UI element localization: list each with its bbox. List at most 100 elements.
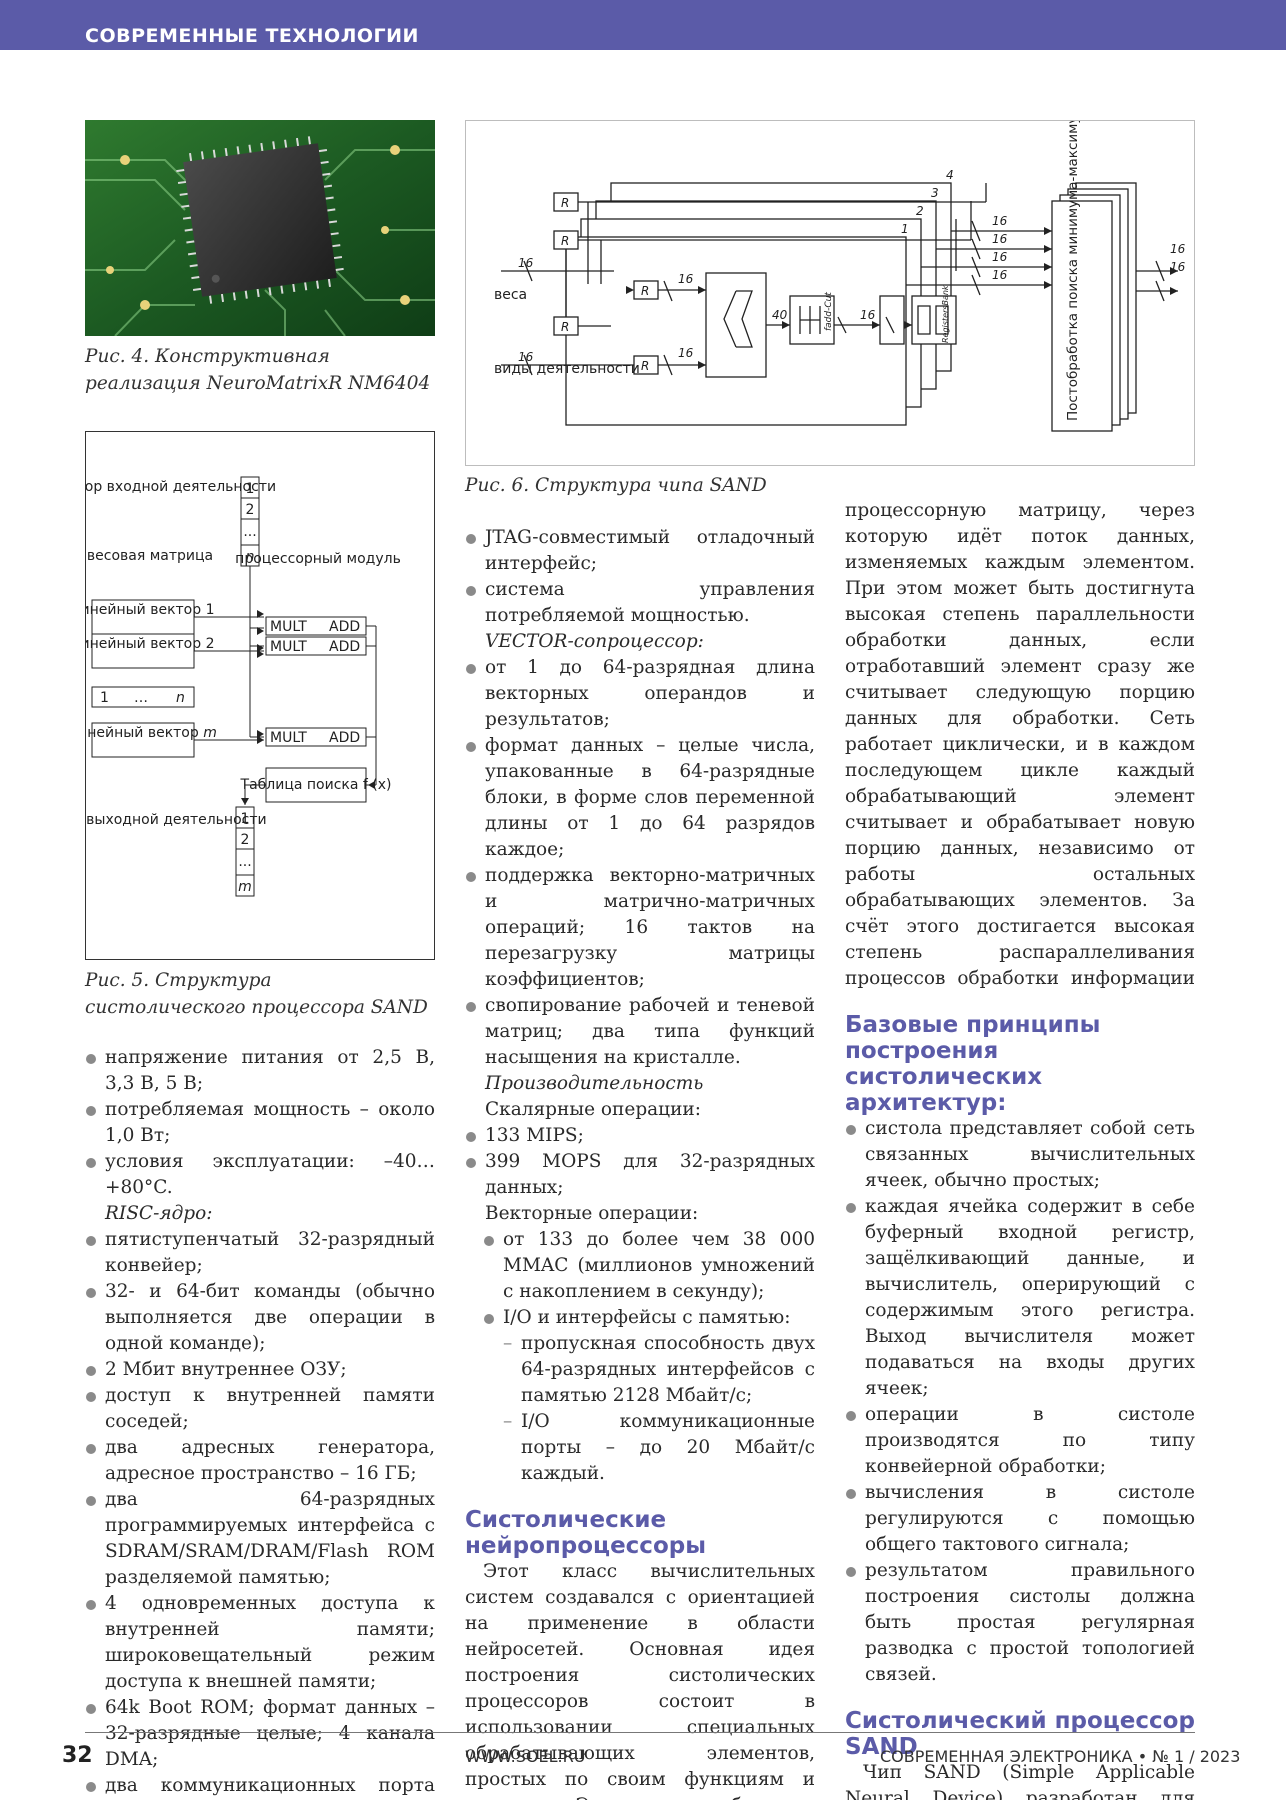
perf-heading: Производительность: [485, 1073, 704, 1094]
section-title: СОВРЕМЕННЫЕ ТЕХНОЛОГИИ: [85, 25, 419, 47]
fig5-mult-1: MULT: [270, 619, 307, 635]
section-heading: Систолические нейропроцессоры: [465, 1507, 707, 1559]
fig5-in-dots: ...: [243, 524, 256, 540]
fig5-lookup: Таблица поиска f (x): [240, 777, 392, 793]
risc-heading: RISC-ядро:: [105, 1203, 213, 1224]
fig5-linvecm: линейный вектор m: [86, 725, 217, 741]
scalar-heading: Скалярные операции:: [485, 1099, 701, 1120]
list-item: свопирование рабочей и теневой матриц; д…: [465, 993, 815, 1071]
left-column: напряжение питания от 2,5 В, 3,3 В, 5 В;…: [85, 1045, 435, 1800]
list-item: 133 MIPS;: [465, 1123, 815, 1149]
footer-rule: [85, 1732, 1195, 1733]
fig6-caption: Рис. 6. Структура чипа SAND: [465, 475, 767, 496]
fig6-bus-o4: 16: [992, 268, 1008, 282]
fig6-layer-3: 3: [931, 186, 939, 200]
list-item: 32- и 64-бит команды (обычно выполняется…: [85, 1279, 435, 1357]
list-item: каждая ячейка содержит в себе буферный в…: [845, 1194, 1195, 1402]
list-item: два адресных генератора, адресное простр…: [85, 1435, 435, 1487]
fig5-weight-label: весовая матрица: [87, 548, 213, 564]
section-header: СОВРЕМЕННЫЕ ТЕХНОЛОГИИ: [0, 0, 1286, 50]
fig5-caption: Рис. 5. Структура систолического процесс…: [85, 970, 428, 1018]
fig6-r1: R: [561, 196, 569, 210]
section-heading: Базовые принципы построения систолически…: [845, 1012, 1101, 1116]
fig6-activity: виды деятельности: [494, 361, 640, 377]
section-heading: Систолический процессор SAND: [845, 1708, 1195, 1760]
fig5-add-2: ADD: [329, 639, 360, 655]
list-item: 64k Boot ROM; формат данных – 32-разрядн…: [85, 1695, 435, 1773]
fig6-r5: R: [641, 359, 649, 373]
fig6-layer-2: 2: [916, 204, 924, 218]
list-item: поддержка векторно-матричных и матрично-…: [465, 863, 815, 993]
fig4-caption: Рис. 4. Конструктивная реализация NeuroM…: [85, 346, 431, 394]
list-item: результатом правильного построения систо…: [845, 1558, 1195, 1688]
right-column: процессорную матрицу, через которую идёт…: [845, 498, 1195, 1800]
fig6-bus-f1: 16: [1170, 242, 1186, 256]
fig5-mult-2: MULT: [270, 639, 307, 655]
list-item: два 64-разрядных программируемых интерфе…: [85, 1487, 435, 1591]
vector-ops-heading: Векторные операции:: [485, 1203, 699, 1224]
vector-heading: VECTOR-сопроцессор:: [485, 631, 704, 652]
list-item: I/O и интерфейсы с памятью:: [483, 1305, 815, 1331]
fig6-diagram: 16 16 16 16 40 16 16 16 16 16 16 16 R R …: [465, 97, 1195, 466]
page-number: 32: [62, 1743, 93, 1768]
list-item: формат данных – целые числа, упакованные…: [465, 733, 815, 863]
list-item: два коммуникационных порта ввода/вывода,…: [85, 1773, 435, 1800]
fig6-bus-o1: 16: [992, 214, 1008, 228]
systolic-structure-diagram: Вектор входной деятельности 1 2 ... n ве…: [29, 476, 401, 897]
section-body: Чип SAND (Simple Applicable Neural Devic…: [845, 1762, 1195, 1800]
fig5-in-1: 1: [246, 481, 255, 497]
list-item: пропускная способность двух 64-разрядных…: [503, 1331, 815, 1409]
footer-journal: СОВРЕМЕННАЯ ЭЛЕКТРОНИКА • № 1 / 2023: [880, 1747, 1241, 1766]
list-item: система управления потребляемой мощность…: [465, 577, 815, 629]
fig5-add-1: ADD: [329, 619, 360, 635]
fig6-layer-4: 4: [946, 168, 954, 182]
list-item: операции в систоле производятся по типу …: [845, 1402, 1195, 1480]
fig5-add-3: ADD: [329, 730, 360, 746]
fig6-layer-1: 1: [901, 222, 909, 236]
fig6-bus-o2: 16: [992, 232, 1008, 246]
list-item: пятиступенчатый 32-разрядный конвейер;: [85, 1227, 435, 1279]
list-item: напряжение питания от 2,5 В, 3,3 В, 5 В;: [85, 1045, 435, 1097]
fig5-row-ellipsis: …: [134, 690, 148, 706]
fig6-bus-1: 16: [678, 272, 694, 286]
fig5-linvec1: линейный вектор 1: [86, 602, 214, 618]
fig6-bus-a: 16: [518, 350, 534, 364]
fig5-row-n: n: [176, 690, 185, 706]
fig5-out-1: 1: [241, 811, 250, 827]
fig5-diagram: Вектор входной деятельности 1 2 ... n ве…: [29, 431, 435, 960]
fig5-proc-label: процессорный модуль: [235, 551, 401, 567]
middle-column: JTAG-совместимый отладочный интерфейс; с…: [465, 525, 815, 1800]
pcb-photo: [85, 120, 435, 336]
list-item: от 133 до более чем 38 000 MMAC (миллион…: [483, 1227, 815, 1305]
sand-chip-structure: 16 16 16 16 40 16 16 16 16 16 16 16 R R …: [494, 97, 1186, 432]
fig5-input-label: Вектор входной деятельности: [86, 479, 276, 495]
list-item: доступ к внутренней памяти соседей;: [85, 1383, 435, 1435]
pcb-chip-illustration: [85, 120, 435, 336]
list-item: вычисления в систоле регулируются с помо…: [845, 1480, 1195, 1558]
fig6-bus-o3: 16: [992, 250, 1008, 264]
fig6-r4: R: [641, 284, 649, 298]
fig6-bus-w: 16: [518, 256, 534, 270]
fig6-bus-2: 16: [678, 346, 694, 360]
footer-site: WWW.SOEL.RU: [465, 1747, 586, 1766]
list-item: потребляемая мощность – около 1,0 Вт;: [85, 1097, 435, 1149]
list-item: систола представляет собой сеть связанны…: [845, 1116, 1195, 1194]
list-item: условия эксплуатации: –40…+80°C.: [85, 1149, 435, 1201]
list-item: 399 MOPS для 32-разрядных данных;: [465, 1149, 815, 1201]
fig6-weights: веса: [494, 287, 527, 303]
fig6-bus-3: 16: [860, 308, 876, 322]
fig5-out-dots: ...: [238, 854, 251, 870]
fig5-linvec2: линейный вектор 2: [86, 636, 214, 652]
fig5-out-2: 2: [241, 832, 250, 848]
fig5-output-label: Вектор выходной деятельности: [86, 812, 267, 828]
list-item: от 1 до 64-разрядная длина векторных опе…: [465, 655, 815, 733]
fig5-in-2: 2: [246, 502, 255, 518]
fig6-post: Постобработка поиска минимума-максимума: [1065, 121, 1081, 421]
fig5-row-1: 1: [100, 690, 109, 706]
fig5-out-m: m: [238, 879, 252, 895]
section-body-continued: процессорную матрицу, через которую идёт…: [845, 500, 1195, 989]
list-item: 4 одновременных доступа к внутренней пам…: [85, 1591, 435, 1695]
fig5-mult-3: MULT: [270, 730, 307, 746]
fig6-r2: R: [561, 234, 569, 248]
fig6-cut: fadd-Cut: [824, 292, 834, 331]
